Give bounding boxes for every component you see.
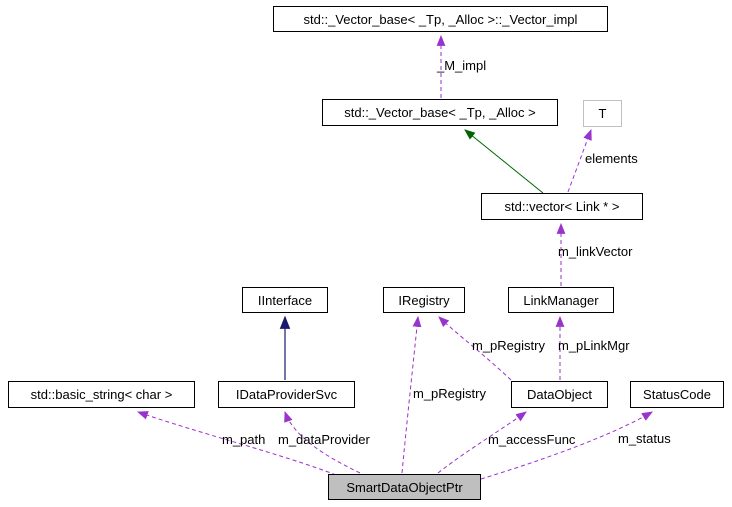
edge-vector-inheritance-arrow (464, 129, 544, 194)
node-statuscode[interactable]: StatusCode (630, 381, 724, 408)
edge-m-pregistry-smart-arrow (401, 315, 422, 474)
node-iregistry[interactable]: IRegistry (383, 287, 465, 313)
edge-label-m-linkvector: m_linkVector (558, 244, 633, 259)
edge-label-m-plinkmgr: m_pLinkMgr (558, 338, 630, 353)
node-vector-impl[interactable]: std::_Vector_base< _Tp, _Alloc >::_Vecto… (273, 6, 608, 32)
node-iinterface[interactable]: IInterface (242, 287, 328, 313)
node-basic-string[interactable]: std::basic_string< char > (8, 381, 195, 408)
node-vector-base[interactable]: std::_Vector_base< _Tp, _Alloc > (322, 99, 558, 126)
edge-m-path-arrow (136, 411, 337, 476)
edge-label-m-status: m_status (618, 431, 671, 446)
edge-label-m-impl: _M_impl (437, 58, 487, 73)
edge-label-m-pregistry-dataobject: m_pRegistry (472, 338, 545, 353)
edge-label-elements: elements (585, 151, 638, 166)
edge-m-pregistry-dataobject-arrow (438, 316, 512, 381)
node-linkmanager[interactable]: LinkManager (508, 287, 614, 313)
node-dataobject[interactable]: DataObject (511, 381, 608, 408)
node-template-t[interactable]: T (583, 100, 622, 127)
node-vector-link[interactable]: std::vector< Link * > (481, 193, 643, 220)
edge-label-m-path: m_path (222, 432, 266, 447)
node-idataprovidersvc[interactable]: IDataProviderSvc (218, 381, 355, 408)
node-smartdataobjectptr: SmartDataObjectPtr (328, 474, 481, 500)
edge-label-m-pregistry-smart: m_pRegistry (413, 386, 486, 401)
edge-label-m-dataprovider: m_dataProvider (278, 432, 370, 447)
edge-m-status-arrow (480, 411, 653, 480)
edge-label-m-accessfunc: m_accessFunc (488, 432, 576, 447)
